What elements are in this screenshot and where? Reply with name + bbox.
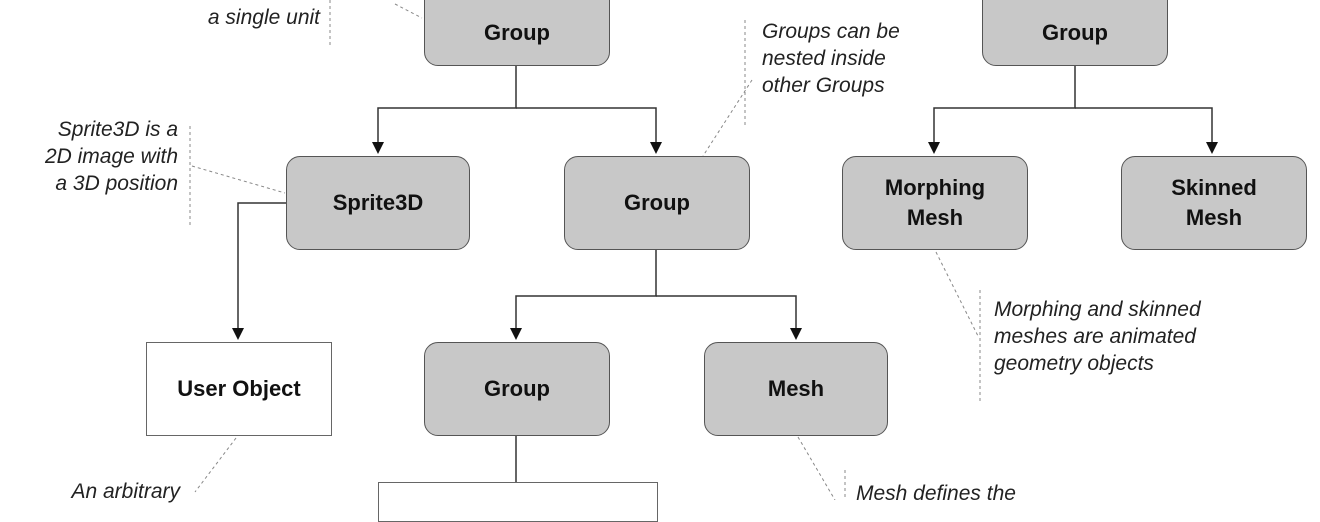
node-morphing-mesh-line2: Mesh (906, 205, 964, 230)
node-group-lower: Group (424, 342, 610, 436)
note-sprite3d-line2: 2D image with (44, 145, 178, 168)
note-sprite3d-line3: a 3D position (55, 172, 178, 195)
note-user-object-line1: An arbitrary (71, 480, 180, 503)
note-sprite3d-line1: Sprite3D is a (57, 118, 178, 141)
edge-sprite3d-to-user-object (232, 202, 286, 340)
note-nested-line2: nested inside (762, 47, 886, 70)
note-mesh-line1: Mesh defines the (856, 482, 1016, 505)
leader-group-unit (394, 3, 423, 19)
node-skinned-mesh: Skinned Mesh (1121, 156, 1307, 250)
node-morphing-mesh: Morphing Mesh (842, 156, 1028, 250)
node-group-top-center-label: Group (484, 20, 550, 45)
node-group-mid-label: Group (624, 190, 690, 215)
node-group-top-right: Group (982, 0, 1168, 66)
leader-sprite3d (191, 165, 286, 194)
node-group-mid: Group (564, 156, 750, 250)
node-sprite3d-label: Sprite3D (332, 190, 424, 215)
note-morph-line1: Morphing and skinned (994, 298, 1201, 321)
connector-layer (189, 0, 1218, 500)
node-group-top-center: Group (424, 0, 610, 66)
note-group-unit: a single unit (150, 4, 320, 31)
note-morph-skin: Morphing and skinned meshes are animated… (994, 296, 1201, 377)
edge-group-to-sprite3d (372, 66, 517, 154)
node-group-top-right-label: Group (1042, 20, 1108, 45)
leader-morph (935, 251, 979, 337)
edge-group-to-morphing (928, 66, 1076, 154)
node-morphing-mesh-line1: Morphing (884, 175, 986, 200)
note-user-object: An arbitrary (0, 478, 180, 505)
node-group-lower-label: Group (484, 376, 550, 401)
node-mesh: Mesh (704, 342, 888, 436)
node-user-object: User Object (146, 342, 332, 436)
node-skinned-mesh-line2: Mesh (1185, 205, 1243, 230)
note-nested-line1: Groups can be (762, 20, 900, 43)
edge-group-to-group-mid (516, 107, 662, 154)
note-nested-line3: other Groups (762, 74, 885, 97)
note-morph-line3: geometry objects (994, 352, 1154, 375)
edge-group-mid-to-mesh (656, 295, 802, 340)
leader-mesh (797, 436, 836, 500)
node-sprite3d: Sprite3D (286, 156, 470, 250)
note-sprite3d: Sprite3D is a 2D image with a 3D positio… (10, 116, 178, 197)
node-user-object-label: User Object (177, 376, 301, 401)
note-group-unit-line1: a single unit (207, 6, 320, 29)
node-mesh-label: Mesh (767, 376, 825, 401)
note-morph-line2: meshes are animated (994, 325, 1196, 348)
node-bottom-partial (378, 482, 658, 522)
leader-user-object (194, 437, 237, 493)
edge-group-mid-to-group-lower (510, 250, 657, 340)
edge-group-to-skinned (1075, 107, 1218, 154)
node-skinned-mesh-line1: Skinned (1171, 175, 1257, 200)
note-mesh: Mesh defines the (856, 480, 1016, 507)
note-nested-groups: Groups can be nested inside other Groups (762, 18, 900, 99)
